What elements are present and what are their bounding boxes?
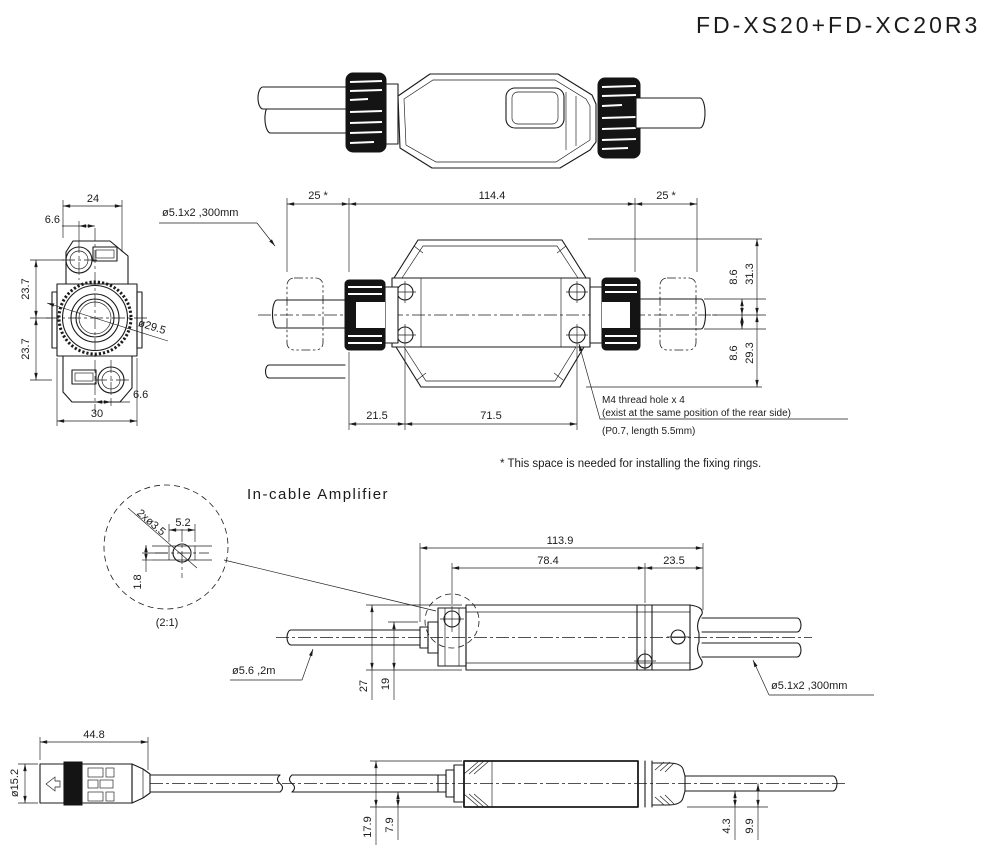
section-title: In-cable Amplifier (247, 486, 389, 503)
dim-front-top-offset: 6.6 (45, 214, 60, 226)
knurl-hatch-left (463, 760, 490, 808)
note-fixing-rings: * This space is needed for installing th… (500, 458, 761, 470)
dim-front-bottom-width: 30 (91, 408, 103, 420)
dim-amp-height: 27 (358, 680, 370, 692)
fixing-ring-right (659, 277, 697, 351)
label-cable-right: ø5.1x2 ,300mm (771, 680, 847, 692)
connector-body (81, 763, 133, 804)
amplifier-top-view: 113.9 78.4 23.5 27 19 ø5.6 ,2m ø5.1x2 ,3… (230, 535, 874, 700)
detail-source-circle (424, 593, 480, 649)
dim-amp-inner-height: 19 (380, 678, 392, 690)
dim-ring-diameter: ø29.5 (137, 317, 167, 337)
dim-amp-side-offset: 4.3 (721, 818, 733, 833)
label-detail-scale: (2:1) (156, 617, 179, 629)
connector-view: 44.8 ø15.2 (9, 729, 439, 806)
dim-lower-offset: 8.6 (728, 345, 740, 360)
dim-hole-offset: 21.5 (366, 410, 387, 422)
dim-front-upper-height: 23.7 (20, 278, 32, 299)
dim-body-length: 114.4 (479, 190, 506, 202)
dim-amp-side-lower: 7.9 (384, 817, 396, 832)
dim-amp-side-cable-height: 9.9 (744, 818, 756, 833)
label-detail-holes: 2xø3.5 (134, 507, 167, 538)
detail-circle (103, 484, 229, 610)
note-m4-line1: M4 thread hole x 4 (602, 395, 685, 406)
dim-front-top-width: 24 (87, 193, 99, 205)
amplifier-side-body (463, 760, 639, 808)
connector-cap (39, 763, 65, 804)
side-view: 25 * 114.4 25 * ø5.1x2 ,300mm 8.6 31.3 8… (159, 190, 848, 470)
label-cable-top: ø5.1x2 ,300mm (162, 207, 238, 219)
knurled-ring (57, 280, 133, 356)
label-cable-left: ø5.6 ,2m (232, 665, 275, 677)
amplifier-section: In-cable Amplifier 5.2 2xø3.5 1.8 (103, 484, 874, 700)
orientation-arrow-icon (45, 776, 61, 792)
detail-view: 5.2 2xø3.5 1.8 (2:1) (103, 484, 437, 629)
dim-slot-offset: 1.8 (132, 574, 144, 589)
note-m4-line3: (P0.7, length 5.5mm) (602, 426, 695, 437)
dim-front-lower-height: 23.7 (20, 338, 32, 359)
end-cap (689, 604, 703, 671)
m4-screw-holes (394, 281, 588, 346)
dim-upper-offset: 8.6 (728, 269, 740, 284)
dim-connector-diameter: ø15.2 (9, 769, 21, 797)
knurl-hatch-right (654, 761, 675, 806)
dim-right-space: 25 * (656, 190, 676, 202)
dim-hole-pitch: 71.5 (480, 410, 501, 422)
front-view: 24 6.6 23.7 23.7 30 6.6 ø29.5 (20, 193, 169, 426)
connector-knurl-band (63, 761, 83, 806)
dim-amp-body-length: 78.4 (537, 555, 558, 567)
dim-slot-width: 5.2 (175, 517, 190, 529)
dim-upper-height: 31.3 (744, 263, 756, 284)
dim-connector-length: 44.8 (83, 729, 104, 741)
sensor-side-body (391, 277, 591, 348)
top-isometric-view (257, 72, 706, 169)
bottom-view: 44.8 ø15.2 (9, 729, 848, 845)
dim-left-space: 25 * (308, 190, 328, 202)
dim-lower-height: 29.3 (744, 342, 756, 363)
note-m4-line2: (exist at the same position of the rear … (602, 408, 791, 419)
amplifier-side-view: 17.9 7.9 4.3 9.9 (362, 760, 838, 845)
body-window (505, 87, 565, 129)
fixing-ring-left (286, 277, 324, 351)
dim-amp-end-length: 23.5 (663, 555, 684, 567)
dim-amp-side-height: 17.9 (362, 816, 374, 837)
dim-front-bottom-offset: 6.6 (133, 389, 148, 401)
drawing-title: FD-XS20+FD-XC20R3 (696, 12, 980, 38)
amplifier-body (465, 604, 691, 671)
dim-amp-total-length: 113.9 (547, 535, 574, 547)
